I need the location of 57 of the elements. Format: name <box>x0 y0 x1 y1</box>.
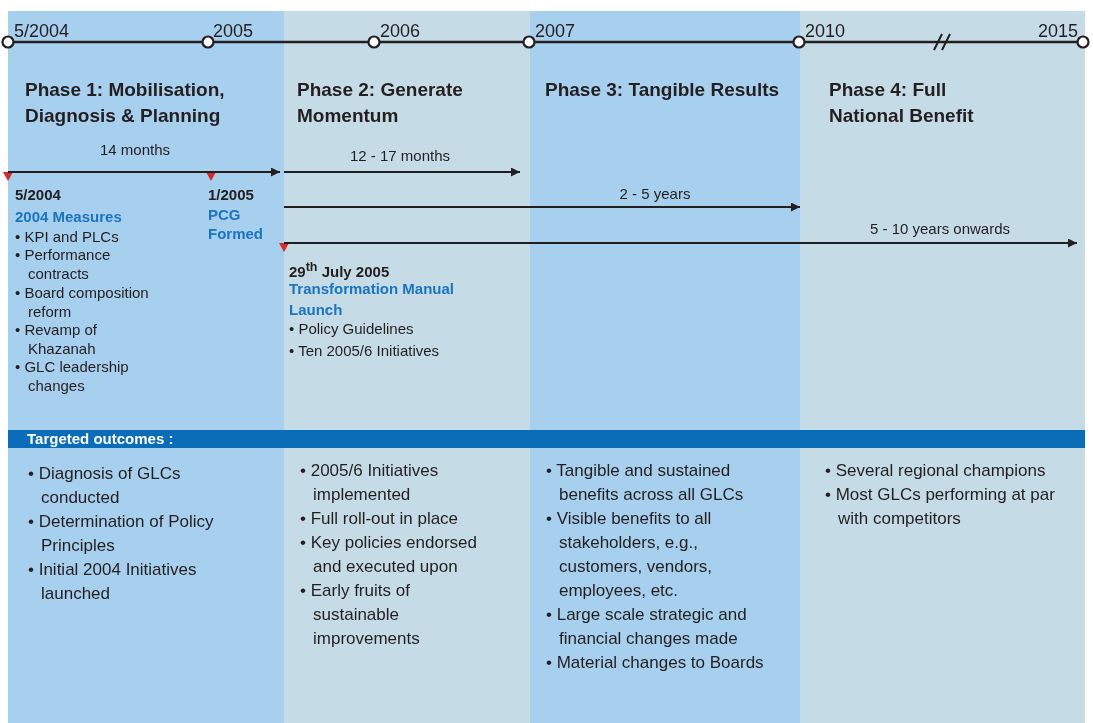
timeline-marker <box>367 35 381 49</box>
timeline-marker <box>1076 35 1090 49</box>
phase-heading: Phase 2: Generate Momentum <box>297 77 497 129</box>
timeline-line <box>379 40 524 44</box>
outcome-item: • Most GLCs performing at par with competitors <box>825 484 1056 530</box>
year-label: 2010 <box>805 21 847 41</box>
milestone-title: Transformation Manual Launch <box>289 280 456 320</box>
timeline-line <box>213 40 369 44</box>
milestone-marker <box>3 172 13 181</box>
outcome-item: • Key policies endorsed and executed upon <box>300 532 478 578</box>
outcome-item: • Diagnosis of GLCs conducted <box>28 463 182 509</box>
outcome-item: • Initial 2004 Initiatives launched <box>28 559 198 605</box>
phase-heading: Phase 3: Tangible Results <box>545 77 795 103</box>
outcome-item: • Material changes to Boards <box>546 652 765 674</box>
bullet-item: • Performance contracts <box>15 246 112 283</box>
timeline-marker <box>792 35 806 49</box>
timeline-line <box>13 40 203 44</box>
bullet-item: • GLC leadership changes <box>15 358 130 395</box>
bullet-item: • Board composition reform <box>15 284 150 321</box>
outcome-item: • Several regional champions <box>825 460 1047 482</box>
arrow <box>283 238 1078 248</box>
outcome-item: • Determination of Policy Principles <box>28 511 215 557</box>
arrow <box>7 167 281 177</box>
phase-heading: Phase 1: Mobilisation, Diagnosis & Planning <box>25 77 255 129</box>
year-label: 2006 <box>380 21 422 41</box>
outcomes-band: Targeted outcomes : <box>8 430 1085 448</box>
year-label: 5/2004 <box>14 21 71 41</box>
outcome-item: • Early fruits of sustainable improvements <box>300 580 420 650</box>
date-label: 1/2005 <box>208 186 255 205</box>
bullet-item: • KPI and PLCs <box>15 228 120 247</box>
timeline-marker <box>201 35 215 49</box>
year-label: 2007 <box>535 21 577 41</box>
timeline-marker <box>1 35 15 49</box>
timeline-line <box>804 40 1078 44</box>
outcome-item: • 2005/6 Initiatives implemented <box>300 460 440 506</box>
edge-label: 14 months <box>98 141 171 160</box>
bullet-item: • Policy Guidelines <box>289 320 415 339</box>
timeline-line <box>534 40 794 44</box>
phase-heading: Phase 4: Full National Benefit <box>829 77 994 129</box>
outcome-item: • Full roll-out in place <box>300 508 460 530</box>
outcome-item: • Large scale strategic and financial changes made <box>546 604 748 650</box>
date-label: 5/2004 <box>15 186 62 205</box>
edge-label: 5 - 10 years onwards <box>868 220 1012 239</box>
milestone-marker <box>279 243 289 252</box>
outcome-item: • Visible benefits to all stakeholders, e.g., customers, vendors, employees, etc. <box>546 508 714 602</box>
duration-label: 2 - 5 years <box>618 185 692 204</box>
timeline-marker <box>522 35 536 49</box>
year-label: 2005 <box>213 21 255 41</box>
date-label: 29$^{th}$ July 2005 <box>289 259 391 282</box>
milestone-title: PCG Formed <box>208 206 264 243</box>
bullet-item: • Revamp of Khazanah <box>15 321 98 358</box>
duration-label: 12 - 17 months <box>348 147 452 166</box>
year-label: 2015 <box>1036 21 1078 41</box>
outcome-item: • Tangible and sustained benefits across all GLCs <box>546 460 745 506</box>
milestone-title: 2004 Measures <box>15 207 123 227</box>
bullet-item: • Ten 2005/6 Initiatives <box>289 342 441 361</box>
milestone-marker <box>206 172 216 181</box>
